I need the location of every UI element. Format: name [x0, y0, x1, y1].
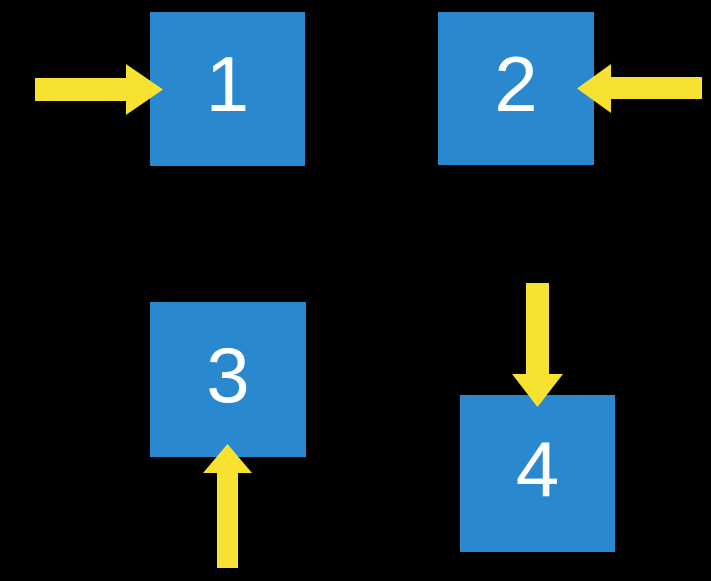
- arrow-left-icon: [577, 64, 702, 113]
- numbered-box-1[interactable]: 1: [150, 12, 305, 166]
- box-3-label: 3: [206, 330, 250, 419]
- box-1-label: 1: [205, 40, 250, 128]
- numbered-box-4[interactable]: 4: [460, 395, 615, 552]
- box-2-label: 2: [494, 39, 538, 128]
- arrow-right-icon: [35, 64, 163, 115]
- numbered-box-2[interactable]: 2: [438, 12, 594, 165]
- arrow-down-icon: [512, 283, 563, 407]
- numbered-box-3[interactable]: 3: [150, 302, 306, 457]
- box-4-label: 4: [515, 424, 560, 513]
- arrow-up-icon: [203, 444, 252, 568]
